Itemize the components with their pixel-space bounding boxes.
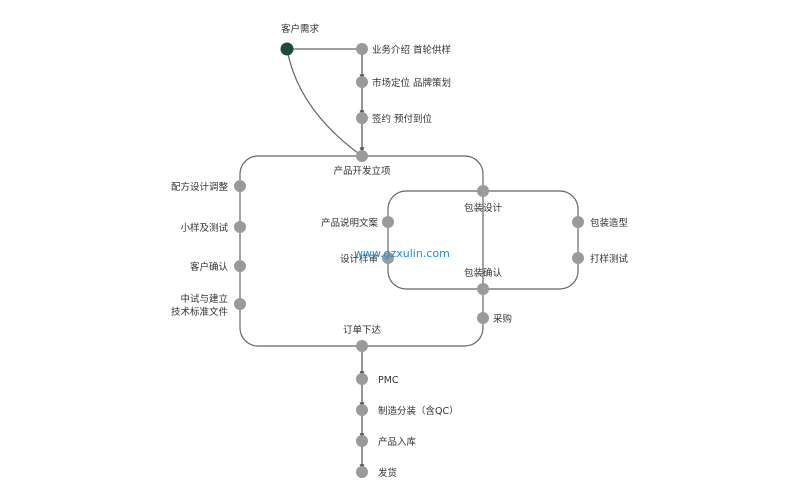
node-project-start [356,150,368,162]
label-packaging-design: 包装设计 [464,202,503,214]
node-order [356,340,368,352]
label-step2: 市场定位 品牌策划 [372,77,451,89]
node-packaging-right-2 [572,252,584,264]
label-ship: 发货 [378,467,397,479]
label-left-4b: 技术标准文件 [171,306,229,318]
watermark-text: www.gzxulin.com [354,247,450,260]
node-step3 [356,112,368,124]
label-packaging-left-2: 设计样审 [340,253,378,265]
connector-start-curve-to-project [286,48,363,157]
node-warehouse [356,435,368,447]
node-step1 [356,43,368,55]
node-step2 [356,76,368,88]
label-project-start: 产品开发立项 [333,165,391,177]
label-order: 订单下达 [343,324,382,336]
label-warehouse: 产品入库 [378,436,417,448]
label-left-2: 小样及测试 [180,222,228,234]
node-pmc [356,373,368,385]
label-procurement: 采购 [493,313,512,325]
node-procurement [477,312,489,324]
label-packaging-confirm: 包装确认 [464,267,503,279]
label-left-4a: 中试与建立 [180,293,228,305]
node-packaging-left-2 [382,252,394,264]
node-packaging-confirm [477,283,489,295]
label-step3: 签约 预付到位 [372,113,433,125]
label-left-3: 客户确认 [190,261,229,273]
label-packaging-left-1: 产品说明文案 [321,217,379,229]
node-left-3 [234,260,246,272]
node-packaging-design [477,185,489,197]
label-customer-demand: 客户需求 [281,23,320,35]
label-packaging-right-2: 打样测试 [590,253,629,265]
label-manufacture: 制造分装（含QC） [378,405,459,417]
node-packaging-right-1 [572,216,584,228]
label-packaging-right-1: 包装造型 [590,217,629,229]
node-ship [356,466,368,478]
label-step1: 业务介绍 首轮供样 [372,44,451,56]
node-manufacture [356,404,368,416]
start-node [280,42,294,56]
node-left-4 [234,298,246,310]
node-left-1 [234,180,246,192]
node-left-2 [234,221,246,233]
node-packaging-left-1 [382,216,394,228]
label-pmc: PMC [378,375,399,386]
label-left-1: 配方设计调整 [171,181,229,193]
